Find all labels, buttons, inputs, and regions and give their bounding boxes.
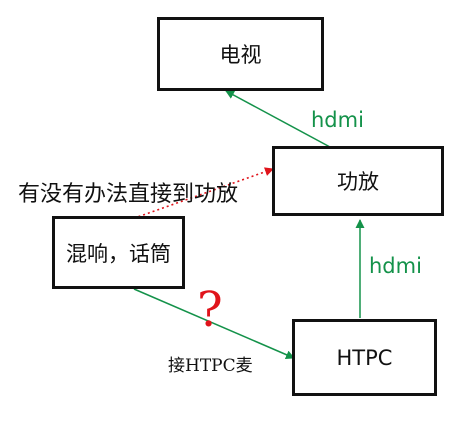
arrow-mic-to-amp-question [128, 167, 274, 221]
amp-box: 功放 [272, 146, 444, 216]
direct-to-amp-question: 有没有办法直接到功放 [18, 182, 239, 207]
htpc-box: HTPC [292, 319, 437, 396]
question-mark: ? [197, 282, 223, 338]
arrow-mic-to-htpc [133, 288, 295, 359]
arrow-amp-to-tv [225, 90, 331, 148]
mic-label: 混响，话筒 [66, 241, 171, 266]
tv-box: 电视 [157, 17, 324, 91]
tv-label: 电视 [219, 43, 262, 67]
hdmi-label-amp-to-tv: hdmi [311, 108, 364, 132]
hdmi-label-htpc-to-amp: hdmi [369, 254, 422, 278]
mic-box: 混响，话筒 [52, 216, 185, 289]
connect-htpc-mic-label: 接HTPC麦 [168, 356, 253, 376]
htpc-label: HTPC [336, 345, 393, 370]
amp-label: 功放 [337, 170, 379, 194]
